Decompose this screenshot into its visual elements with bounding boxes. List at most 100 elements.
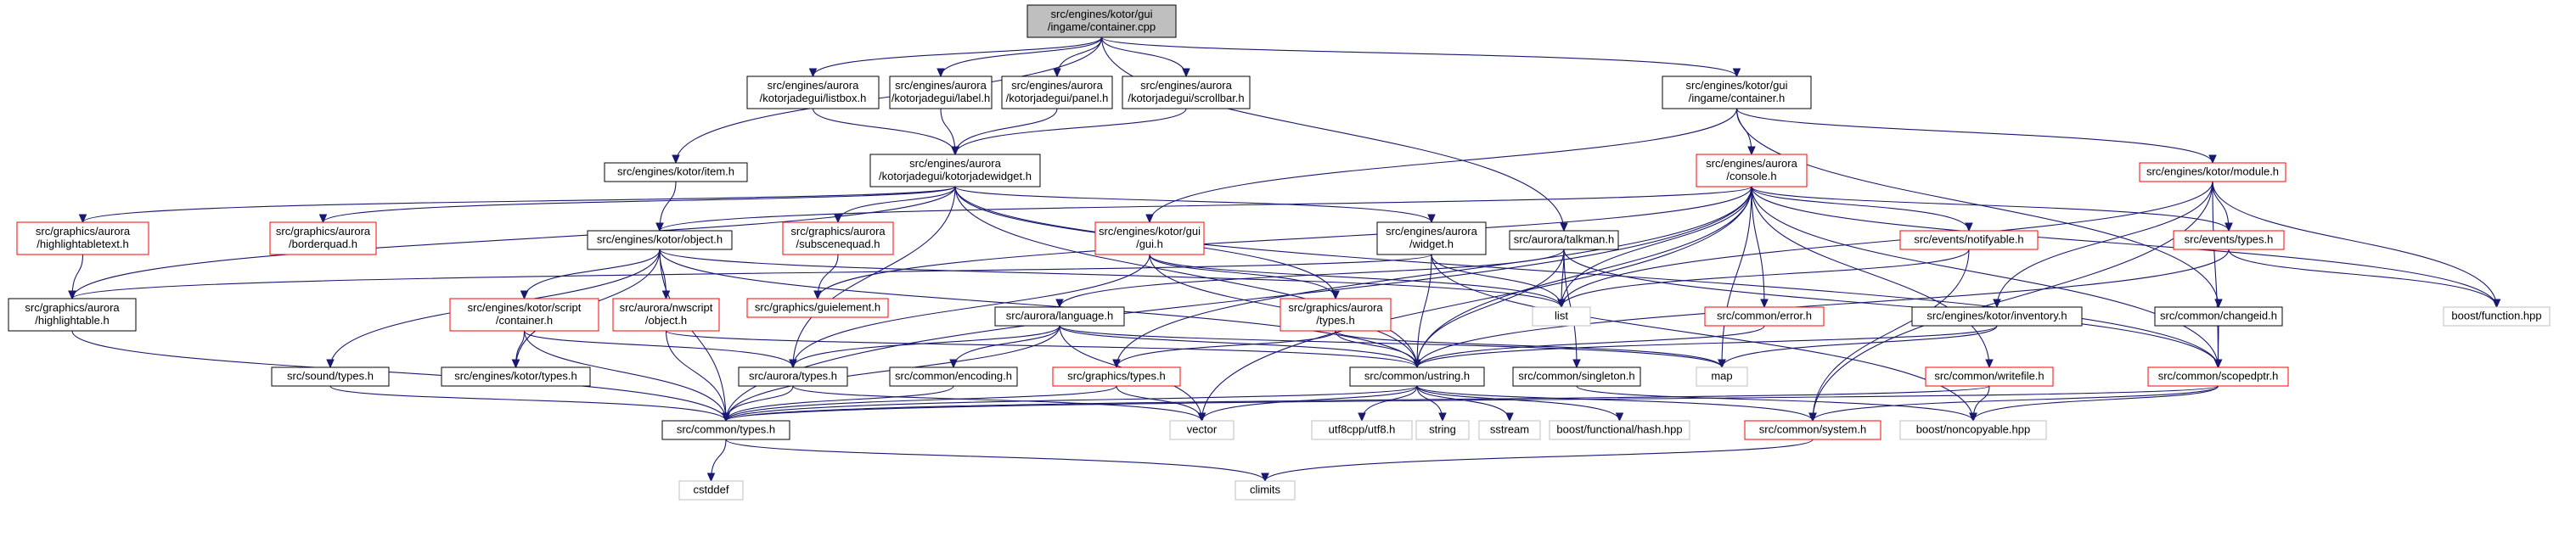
node-box xyxy=(16,221,149,255)
arrowhead-module-to-events_types xyxy=(2224,222,2233,232)
node-utf8cpp[interactable]: utf8cpp/utf8.h xyxy=(1311,420,1413,440)
arrowhead-container_h-to-console xyxy=(1747,146,1756,156)
node-container_h[interactable]: src/engines/kotor/gui/ingame/container.h xyxy=(1662,76,1812,109)
node-boost_hash[interactable]: boost/functional/hash.hpp xyxy=(1549,420,1690,440)
node-label-line: boost/functional/hash.hpp xyxy=(1556,423,1682,436)
edge-kotor_object-to-common_types xyxy=(659,249,727,422)
arrowhead-kotorjadewidget-to-subscenequad xyxy=(834,214,842,224)
node-aurora_types[interactable]: src/aurora/types.h xyxy=(738,366,848,387)
node-notifyable[interactable]: src/events/notifyable.h xyxy=(1899,230,2039,250)
node-box xyxy=(746,298,889,318)
arrowhead-language-to-aurora_types xyxy=(789,359,797,369)
node-encoding[interactable]: src/common/encoding.h xyxy=(889,366,1018,387)
edge-talkman-to-singleton xyxy=(1563,249,1578,368)
node-label-line: /subscenequad.h xyxy=(796,238,880,250)
node-scrollbar[interactable]: src/engines/aurora/kotorjadegui/scrollba… xyxy=(1122,76,1251,109)
node-kotorscript_container[interactable]: src/engines/kotor/script/container.h xyxy=(449,298,599,332)
node-ustring[interactable]: src/common/ustring.h xyxy=(1349,366,1485,387)
arrowhead-console-to-error xyxy=(1760,299,1769,309)
node-box xyxy=(2139,162,2286,182)
node-label-line: cstddef xyxy=(694,484,729,496)
node-box xyxy=(869,154,1041,187)
arrowhead-language-to-encoding xyxy=(949,359,958,369)
node-label-line: list xyxy=(1555,310,1568,322)
edge-console-to-boost_function xyxy=(1751,186,2498,308)
node-cstddef[interactable]: cstddef xyxy=(678,480,744,501)
node-label-line: src/engines/aurora xyxy=(1011,79,1103,92)
node-language[interactable]: src/aurora/language.h xyxy=(994,306,1125,327)
node-label-line: src/aurora/types.h xyxy=(749,370,837,383)
arrowhead-scopedptr-to-noncopyable xyxy=(1969,412,1977,422)
edge-panel-to-kotorjadewidget xyxy=(954,108,1058,155)
node-scopedptr[interactable]: src/common/scopedptr.h xyxy=(2147,366,2289,387)
node-kotor_object[interactable]: src/engines/kotor/object.h xyxy=(587,230,733,250)
arrowhead-console-to-kotor_object xyxy=(655,222,664,232)
node-kotorjadewidget[interactable]: src/engines/aurora/kotorjadegui/kotorjad… xyxy=(869,154,1041,187)
node-graphics_types[interactable]: src/graphics/types.h xyxy=(1052,366,1181,387)
node-borderquad[interactable]: src/graphics/aurora/borderquad.h xyxy=(269,221,377,255)
node-climits[interactable]: climits xyxy=(1235,480,1296,501)
edge-inventory-to-ustring xyxy=(1416,325,1998,368)
edge-ustring-to-system xyxy=(1416,385,1814,422)
node-graphics_aurora_types[interactable]: src/graphics/aurora/types.h xyxy=(1280,298,1392,332)
node-noncopyable[interactable]: boost/noncopyable.hpp xyxy=(1899,420,2047,440)
edge-console-to-kotor_object xyxy=(659,186,1752,232)
node-box xyxy=(678,480,744,501)
node-box xyxy=(1122,76,1251,109)
node-map[interactable]: map xyxy=(1696,366,1748,387)
node-system[interactable]: src/common/system.h xyxy=(1744,420,1881,440)
node-vector[interactable]: vector xyxy=(1169,420,1235,440)
arrowhead-container_h-to-module xyxy=(2208,154,2217,165)
node-highlightabletext[interactable]: src/graphics/aurora/highlightabletext.h xyxy=(16,221,149,255)
node-nwscript_object[interactable]: src/aurora/nwscript/object.h xyxy=(612,298,720,332)
edge-module-to-list xyxy=(1561,181,2213,308)
edge-item-to-kotor_object xyxy=(659,181,677,232)
edge-language-to-aurora_types xyxy=(792,325,1060,368)
node-writefile[interactable]: src/common/writefile.h xyxy=(1925,366,2054,387)
node-label-line: boost/noncopyable.hpp xyxy=(1916,423,2030,436)
node-box xyxy=(269,221,377,255)
node-box xyxy=(661,420,790,440)
node-label-line: string xyxy=(1429,423,1456,436)
node-box xyxy=(441,366,591,387)
node-root[interactable]: src/engines/kotor/gui/ingame/container.c… xyxy=(1026,4,1177,38)
node-label-line: /highlightabletext.h xyxy=(37,238,128,250)
node-sound_types[interactable]: src/sound/types.h xyxy=(271,366,390,387)
node-box xyxy=(1512,366,1641,387)
node-box xyxy=(889,76,993,109)
edge-scopedptr-to-common_types xyxy=(725,385,2219,422)
node-panel[interactable]: src/engines/aurora/kotorjadegui/panel.h xyxy=(1001,76,1113,109)
node-label-line: /gui.h xyxy=(1136,238,1163,250)
node-singleton[interactable]: src/common/singleton.h xyxy=(1512,366,1641,387)
edge-console-to-map xyxy=(1721,186,1752,368)
node-highlightable[interactable]: src/graphics/aurora/highlightable.h xyxy=(8,298,137,332)
node-item[interactable]: src/engines/kotor/item.h xyxy=(604,162,748,182)
node-kotor_types[interactable]: src/engines/kotor/types.h xyxy=(441,366,591,387)
node-box xyxy=(746,76,880,109)
node-sstream[interactable]: sstream xyxy=(1478,420,1541,440)
node-box xyxy=(612,298,720,332)
node-listbox[interactable]: src/engines/aurora/kotorjadegui/listbox.… xyxy=(746,76,880,109)
node-guielement[interactable]: src/graphics/guielement.h xyxy=(746,298,889,318)
node-talkman[interactable]: src/aurora/talkman.h xyxy=(1509,230,1619,250)
node-box xyxy=(1235,480,1296,501)
node-label[interactable]: src/engines/aurora/kotorjadegui/label.h xyxy=(889,76,993,109)
node-events_types[interactable]: src/events/types.h xyxy=(2173,230,2285,250)
node-box xyxy=(1899,420,2047,440)
node-subscenequad[interactable]: src/graphics/aurora/subscenequad.h xyxy=(782,221,894,255)
node-inventory[interactable]: src/engines/kotor/inventory.h xyxy=(1911,306,2083,327)
node-string[interactable]: string xyxy=(1415,420,1470,440)
node-box xyxy=(449,298,599,332)
edge-error-to-ustring xyxy=(1416,325,1765,368)
node-changeid[interactable]: src/common/changeid.h xyxy=(2154,306,2283,327)
node-error[interactable]: src/common/error.h xyxy=(1704,306,1825,327)
node-label-line: /kotorjadegui/panel.h xyxy=(1006,92,1109,104)
node-boost_function[interactable]: boost/function.hpp xyxy=(2443,306,2551,327)
node-console[interactable]: src/engines/aurora/console.h xyxy=(1696,154,1808,187)
node-label-line: src/engines/aurora xyxy=(909,157,1001,170)
node-common_types[interactable]: src/common/types.h xyxy=(661,420,790,440)
node-module[interactable]: src/engines/kotor/module.h xyxy=(2139,162,2286,182)
node-widget[interactable]: src/engines/aurora/widget.h xyxy=(1376,221,1487,255)
node-gui_h[interactable]: src/engines/kotor/gui/gui.h xyxy=(1094,221,1205,255)
node-list[interactable]: list xyxy=(1532,306,1591,327)
